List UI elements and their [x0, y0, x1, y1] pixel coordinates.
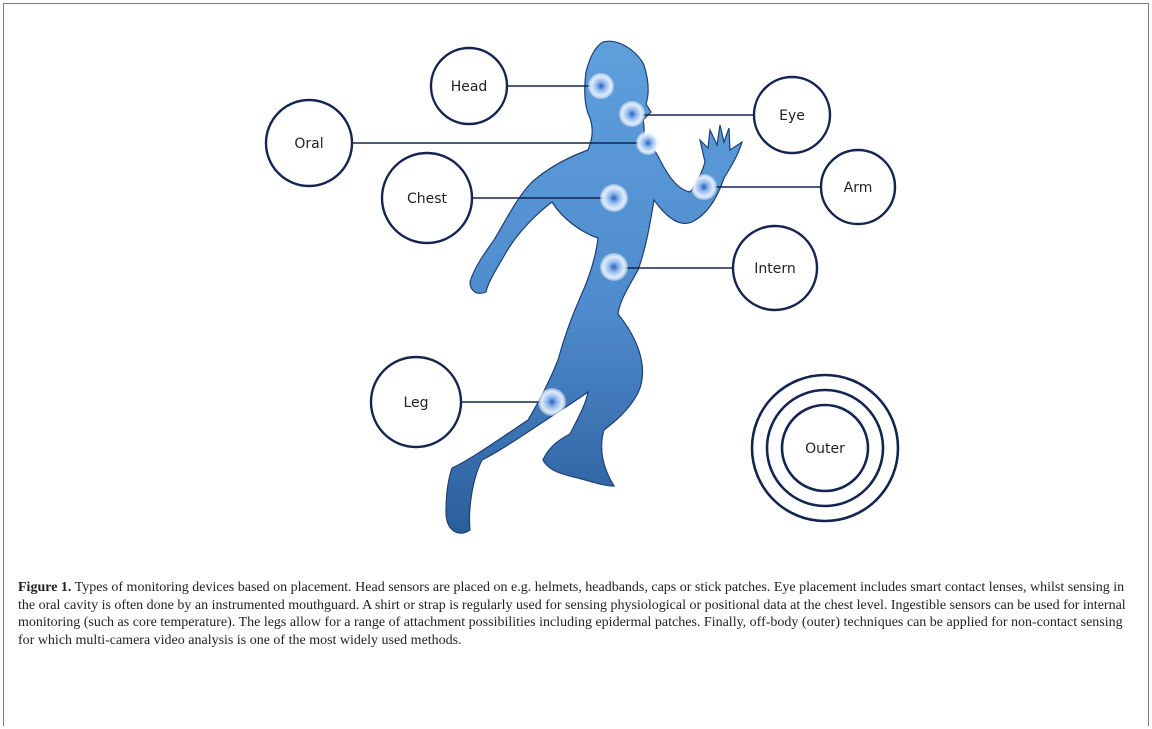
- head-label-circle: [429, 46, 509, 126]
- eye-label: Eye: [779, 108, 805, 124]
- arm-label-circle: [819, 148, 897, 226]
- leg-sensor-spot: [538, 388, 566, 416]
- figure-caption: Figure 1. Types of monitoring devices ba…: [18, 579, 1136, 649]
- arm-label: Arm: [844, 180, 873, 196]
- oral-label-circle: [264, 98, 354, 188]
- arm-sensor-spot: [691, 174, 717, 200]
- leg-label: Leg: [403, 395, 428, 411]
- oral-sensor-spot: [636, 131, 660, 155]
- label-circles: [264, 46, 897, 449]
- eye-label-circle: [752, 75, 832, 155]
- chest-label-circle: [380, 151, 474, 245]
- head-label: Head: [451, 79, 488, 95]
- chest-sensor-spot: [600, 184, 628, 212]
- outer-ring-2: [765, 388, 885, 508]
- eye-sensor-spot: [619, 101, 645, 127]
- figure-caption-text: Types of monitoring devices based on pla…: [18, 580, 1126, 648]
- connector-lines: [352, 85, 822, 403]
- runner-body: [445, 40, 744, 534]
- intern-label-circle: [731, 224, 819, 312]
- head-sensor-spot: [588, 73, 614, 99]
- oral-label: Oral: [294, 136, 323, 152]
- figure-caption-label: Figure 1.: [18, 580, 72, 595]
- runner-silhouette: [445, 40, 744, 534]
- sensor-placement-diagram: Head Oral Chest Eye Arm Intern Leg Outer: [264, 40, 900, 534]
- outer-label: Outer: [805, 441, 845, 457]
- figure-frame: [3, 3, 1149, 726]
- labels: Head Oral Chest Eye Arm Intern Leg Outer: [294, 79, 872, 457]
- outer-ring-3: [780, 403, 870, 493]
- outer-ring-1: [750, 373, 900, 523]
- leg-label-circle: [369, 355, 463, 449]
- intern-label: Intern: [754, 261, 796, 277]
- outer-concentric-rings: [750, 373, 900, 523]
- sensor-spots: [538, 73, 717, 416]
- chest-label: Chest: [407, 191, 448, 207]
- intern-sensor-spot: [600, 253, 628, 281]
